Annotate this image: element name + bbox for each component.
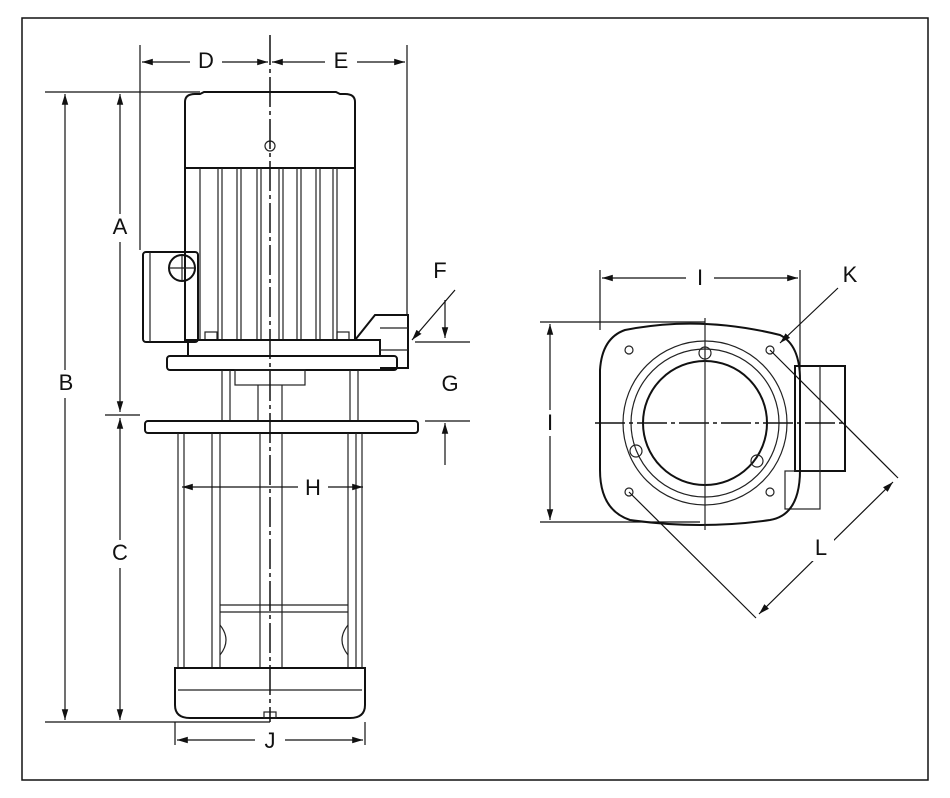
drawing-frame <box>21 17 929 781</box>
dim-label-i-top: I <box>697 265 703 290</box>
dim-label-c: C <box>112 540 128 565</box>
dim-label-b: B <box>59 370 74 395</box>
dim-label-a: A <box>113 214 128 239</box>
top-dimension-lines <box>540 270 899 619</box>
strainer-cage <box>177 433 363 668</box>
dim-label-i-side: I <box>547 410 553 435</box>
motor-cap <box>184 91 356 169</box>
dim-label-d: D <box>198 48 214 73</box>
pump-bottom <box>174 667 366 719</box>
dim-label-j: J <box>265 728 276 753</box>
dim-label-g: G <box>441 371 458 396</box>
dim-label-k: K <box>843 262 858 287</box>
junction-box <box>142 251 199 343</box>
dim-label-e: E <box>334 48 349 73</box>
dimension-lines <box>45 45 470 745</box>
dim-label-l: L <box>815 535 827 560</box>
dim-label-f: F <box>433 258 446 283</box>
motor-flange <box>166 355 398 371</box>
dim-label-h: H <box>305 475 321 500</box>
top-view: I I K L <box>536 262 899 619</box>
outlet-port <box>354 314 409 369</box>
cooling-fins <box>199 168 338 340</box>
side-view: D E A B C H J F G <box>45 35 470 753</box>
bolt-holes <box>624 345 775 497</box>
mounting-plate <box>144 420 419 434</box>
